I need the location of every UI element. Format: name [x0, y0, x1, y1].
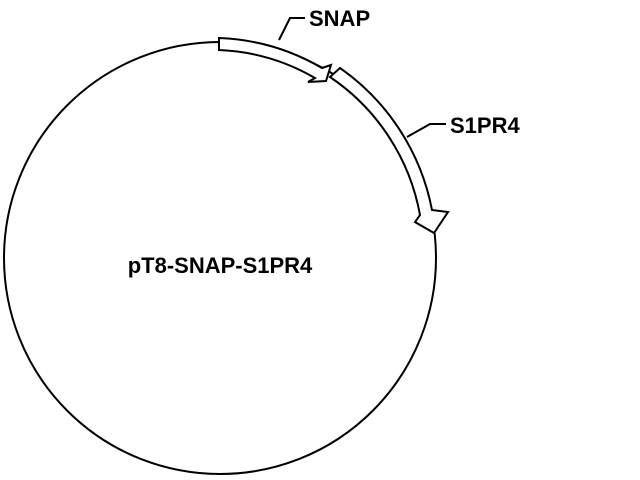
- feature-arrow-snap: [218, 36, 333, 83]
- feature-label-s1pr4: S1PR4: [450, 113, 520, 138]
- leader-line-s1pr4: [406, 123, 446, 138]
- plasmid-name: pT8-SNAP-S1PR4: [128, 253, 313, 278]
- feature-arrow-s1pr4: [328, 66, 450, 235]
- feature-label-snap: SNAP: [309, 6, 370, 31]
- leader-line-snap: [278, 17, 305, 41]
